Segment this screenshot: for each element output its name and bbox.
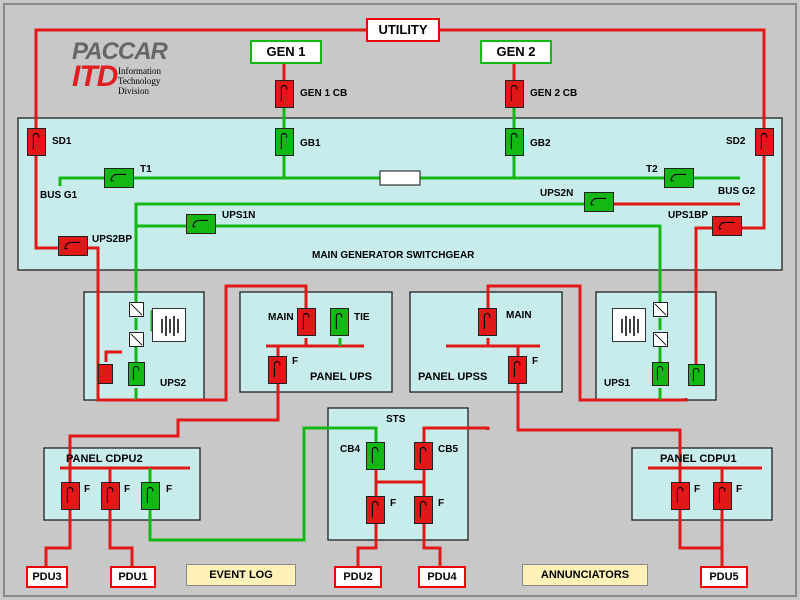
panel-ups-tie-breaker[interactable] — [330, 308, 349, 336]
ups1n-label: UPS1N — [222, 210, 256, 221]
ups1-output-breaker[interactable] — [652, 362, 669, 386]
cdpu1-f2-breaker[interactable] — [713, 482, 732, 510]
gen2-cb-label: GEN 2 CB — [530, 88, 578, 99]
panel-ups-box — [239, 291, 393, 393]
event-log-button[interactable]: EVENT LOG — [186, 564, 296, 586]
t1-label: T1 — [140, 164, 152, 175]
utility-source[interactable]: UTILITY — [366, 18, 440, 42]
cdpu2-title: PANEL CDPU2 — [66, 453, 143, 465]
division-line: Information — [118, 66, 161, 76]
sts-title: STS — [386, 414, 406, 425]
cdpu2-f2-label: F — [124, 484, 131, 495]
ups1-label: UPS1 — [604, 378, 631, 389]
cb5-label: CB5 — [438, 444, 459, 455]
gen1-cb-breaker[interactable] — [275, 80, 294, 108]
gen1-source[interactable]: GEN 1 — [250, 40, 322, 64]
division-line: Division — [118, 86, 150, 96]
gen2-cb-breaker[interactable] — [505, 80, 524, 108]
gen1-cb-label: GEN 1 CB — [300, 88, 348, 99]
ups2-output-breaker[interactable] — [128, 362, 145, 386]
pdu4-box[interactable]: PDU4 — [418, 566, 466, 588]
switchgear-title: MAIN GENERATOR SWITCHGEAR — [312, 250, 475, 261]
pdu1-box[interactable]: PDU1 — [110, 566, 156, 588]
division-line: Technology — [118, 76, 161, 86]
bus-g2-label: BUS G2 — [718, 186, 756, 197]
ups2-rectifier-icon — [129, 302, 144, 317]
sts-f1-breaker[interactable] — [366, 496, 385, 524]
t1-breaker[interactable] — [104, 168, 134, 188]
ups2n-breaker[interactable] — [584, 192, 614, 212]
ups1-bypass-breaker[interactable] — [688, 364, 705, 386]
pdu2-box[interactable]: PDU2 — [334, 566, 382, 588]
ups2-inverter-icon — [129, 332, 144, 347]
cdpu1-f2-label: F — [736, 484, 743, 495]
sts-f2-label: F — [438, 498, 445, 509]
ups2-battery-icon — [152, 308, 186, 342]
annunciators-button[interactable]: ANNUNCIATORS — [522, 564, 648, 586]
panel-ups-title: PANEL UPS — [310, 371, 372, 383]
ups2n-label: UPS2N — [540, 188, 574, 199]
division-text: Information Technology Division — [118, 66, 161, 96]
cdpu1-f1-label: F — [694, 484, 701, 495]
gen2-source[interactable]: GEN 2 — [480, 40, 552, 64]
ups1-battery-icon — [612, 308, 646, 342]
gb2-label: GB2 — [530, 138, 551, 149]
cb5-breaker[interactable] — [414, 442, 433, 470]
cb4-label: CB4 — [340, 444, 361, 455]
ups1-inverter-icon — [653, 332, 668, 347]
paccar-logo: PACCAR — [72, 38, 168, 65]
cb4-breaker[interactable] — [366, 442, 385, 470]
cdpu2-f1-label: F — [84, 484, 91, 495]
panel-upss-main-breaker[interactable] — [478, 308, 497, 336]
sd2-label: SD2 — [726, 136, 746, 147]
sts-f2-breaker[interactable] — [414, 496, 433, 524]
gb2-breaker[interactable] — [505, 128, 524, 156]
panel-upss-title: PANEL UPSS — [418, 371, 488, 383]
ups1n-breaker[interactable] — [186, 214, 216, 234]
outer-frame — [3, 3, 797, 597]
panel-ups-feeder-breaker[interactable] — [268, 356, 287, 384]
panel-ups-tie-label: TIE — [354, 312, 370, 323]
cdpu2-f2-breaker[interactable] — [101, 482, 120, 510]
cdpu1-title: PANEL CDPU1 — [660, 453, 737, 465]
cdpu1-f1-breaker[interactable] — [671, 482, 690, 510]
itd-logo: ITD — [72, 60, 118, 93]
ups2-bypass-breaker[interactable] — [98, 364, 113, 384]
panel-ups-main-label: MAIN — [268, 312, 294, 323]
sts-panel — [327, 407, 469, 541]
t2-label: T2 — [646, 164, 658, 175]
ups1-rectifier-icon — [653, 302, 668, 317]
ups1bp-label: UPS1BP — [668, 210, 709, 221]
pdu3-box[interactable]: PDU3 — [26, 566, 68, 588]
sd1-label: SD1 — [52, 136, 72, 147]
pdu5-box[interactable]: PDU5 — [700, 566, 748, 588]
bus-tie-element — [379, 170, 421, 186]
sts-f1-label: F — [390, 498, 397, 509]
sd1-breaker[interactable] — [27, 128, 46, 156]
cdpu1-panel — [631, 447, 773, 521]
t2-breaker[interactable] — [664, 168, 694, 188]
panel-upss-feeder-breaker[interactable] — [508, 356, 527, 384]
switchgear-panel — [17, 117, 783, 271]
ups2-label: UPS2 — [160, 378, 187, 389]
ups2bp-breaker[interactable] — [58, 236, 88, 256]
panel-ups-main-breaker[interactable] — [297, 308, 316, 336]
sd2-breaker[interactable] — [755, 128, 774, 156]
cdpu2-f1-breaker[interactable] — [61, 482, 80, 510]
cdpu2-f3-label: F — [166, 484, 173, 495]
panel-upss-f-label: F — [532, 356, 539, 367]
panel-upss-main-label: MAIN — [506, 310, 532, 321]
ups2bp-label: UPS2BP — [92, 234, 133, 245]
panel-ups-f-label: F — [292, 356, 299, 367]
gb1-breaker[interactable] — [275, 128, 294, 156]
cdpu2-f3-breaker[interactable] — [141, 482, 160, 510]
bus-g1-label: BUS G1 — [40, 190, 78, 201]
gb1-label: GB1 — [300, 138, 321, 149]
ups1bp-breaker[interactable] — [712, 216, 742, 236]
